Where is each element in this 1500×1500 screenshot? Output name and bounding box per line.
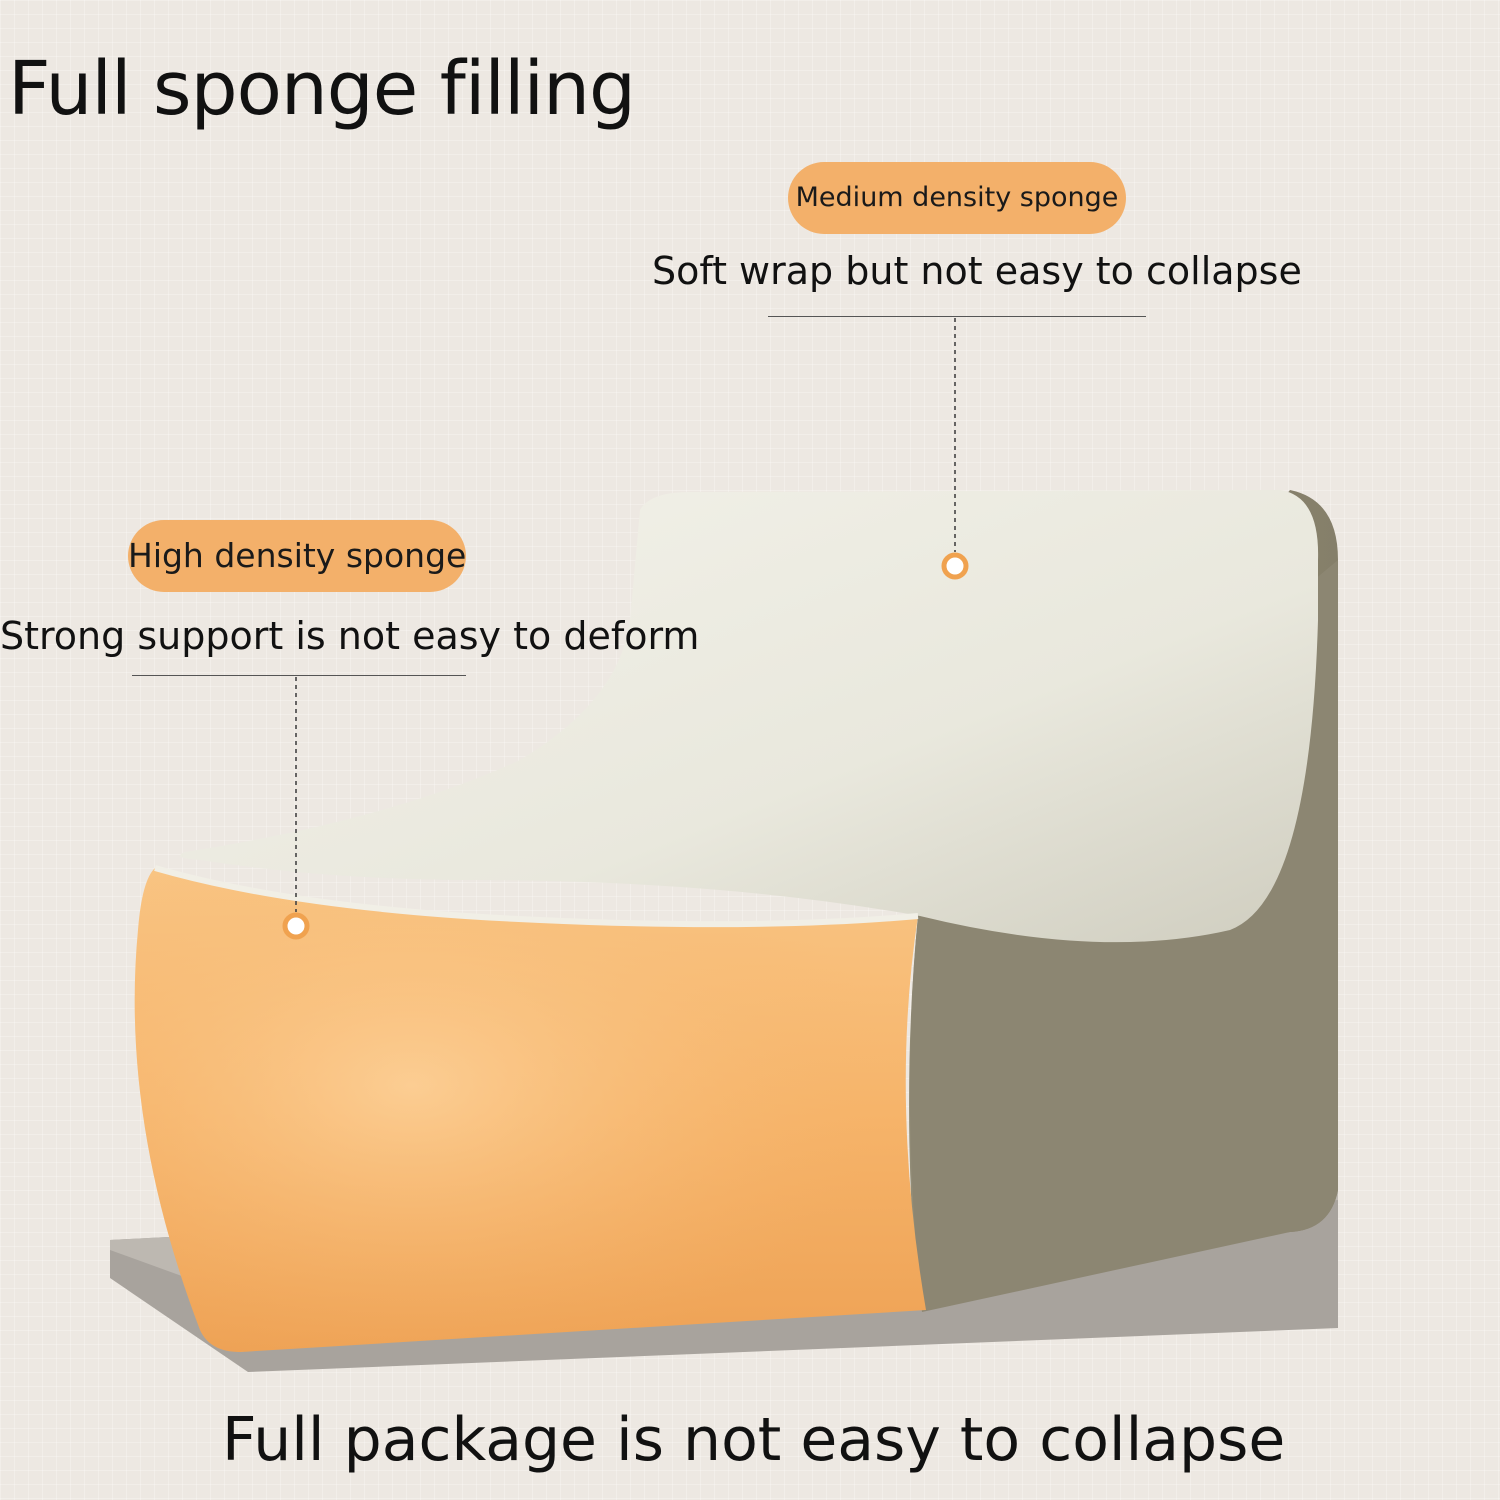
high-divider bbox=[132, 675, 466, 676]
high-density-description: Strong support is not easy to deform bbox=[0, 614, 700, 658]
chair-back bbox=[180, 490, 1319, 943]
seat-edge-trim bbox=[154, 865, 919, 928]
medium-marker-dot bbox=[941, 552, 969, 580]
medium-density-badge: Medium density sponge bbox=[788, 162, 1126, 234]
page-title: Full sponge filling bbox=[8, 46, 636, 132]
medium-divider bbox=[768, 316, 1146, 317]
footer-caption: Full package is not easy to collapse bbox=[222, 1405, 1286, 1475]
medium-density-description: Soft wrap but not easy to collapse bbox=[652, 249, 1302, 293]
high-marker-dot bbox=[282, 912, 310, 940]
high-density-badge: High density sponge bbox=[128, 520, 466, 592]
